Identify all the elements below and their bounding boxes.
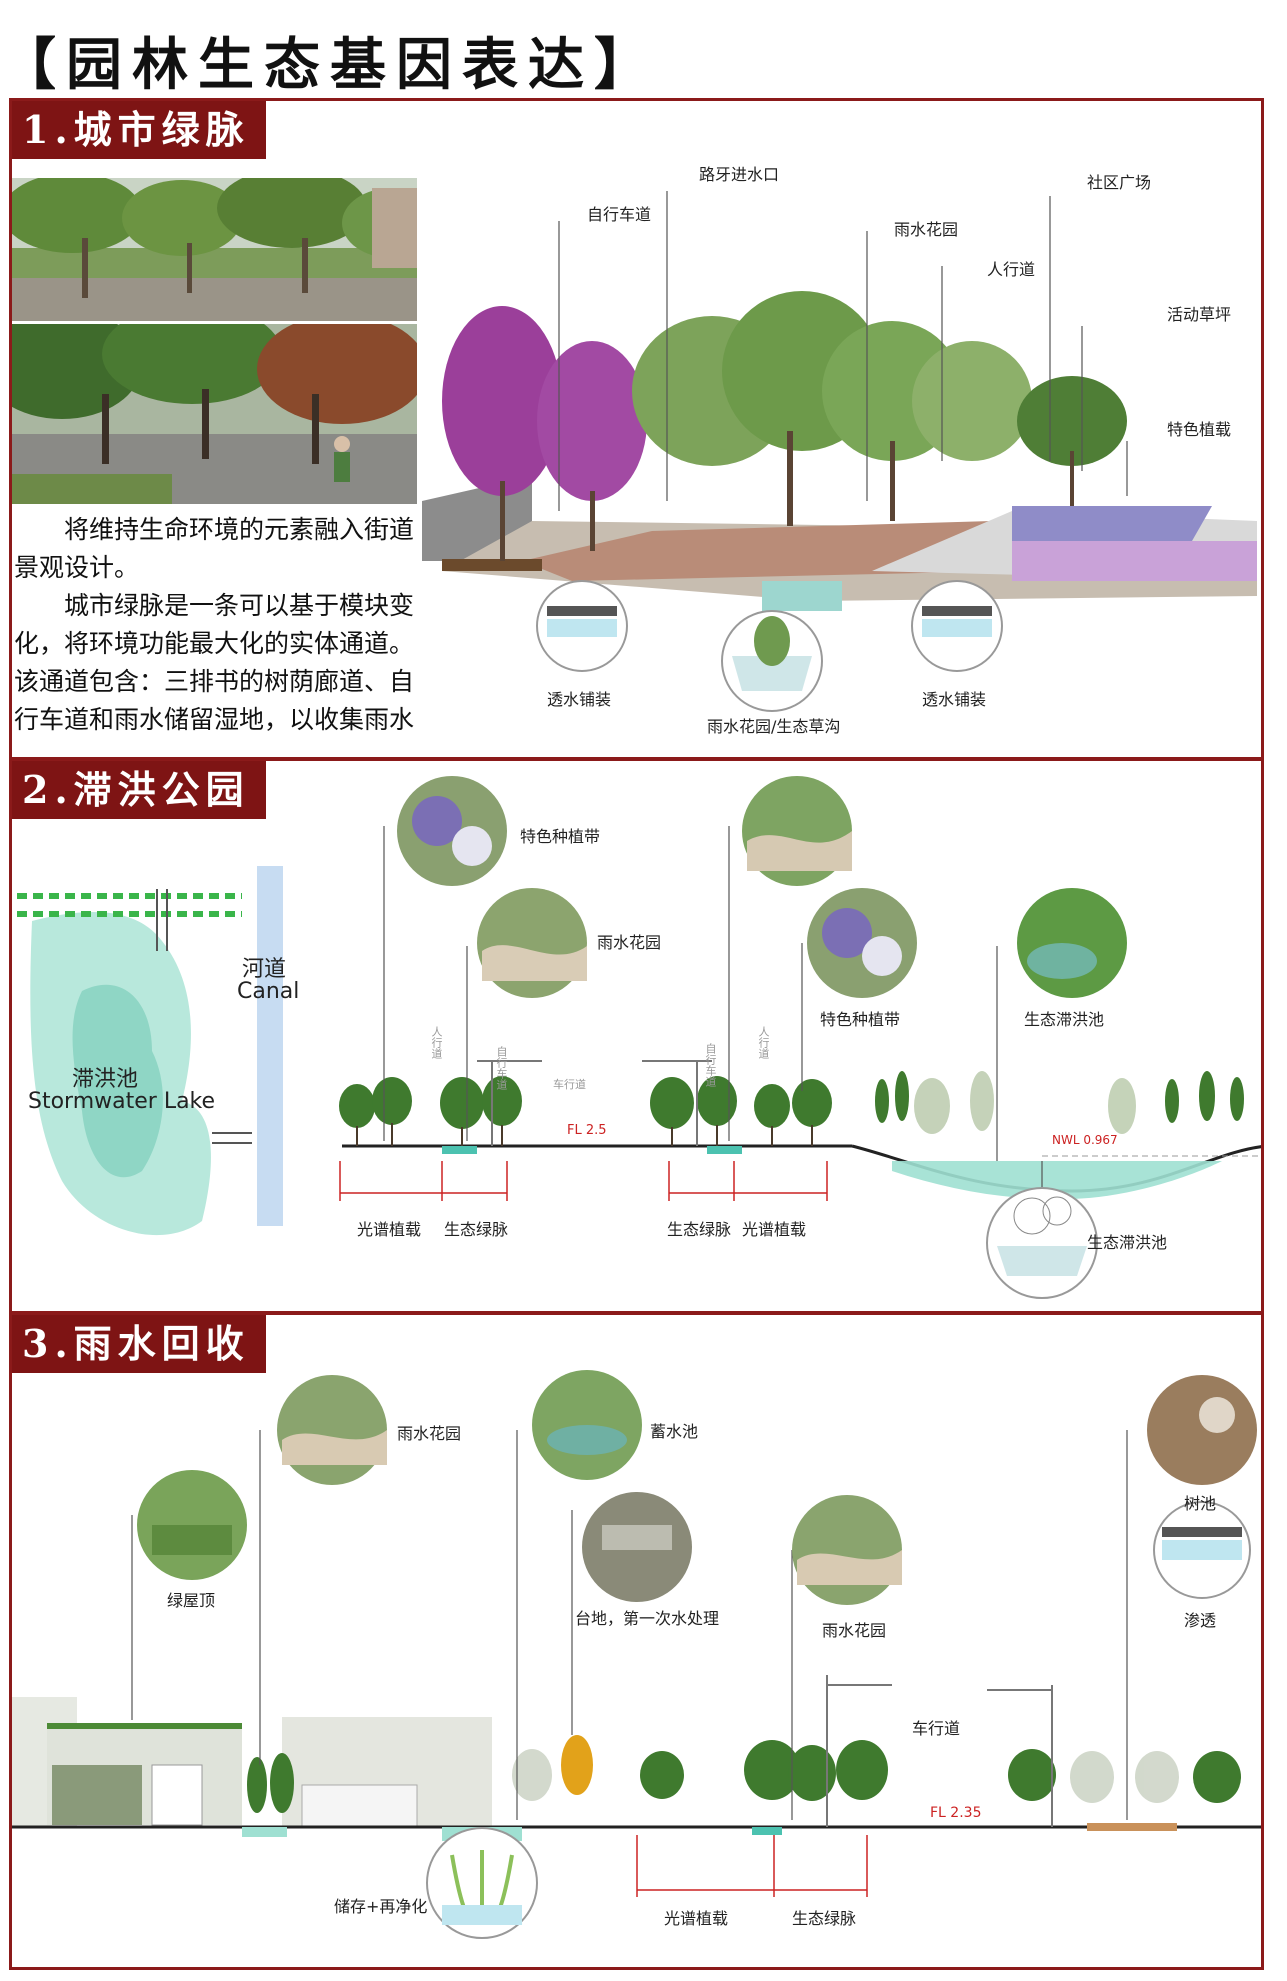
label-road: 车行道 [912,1719,961,1738]
label-spectrum-planting: 光谱植载 [664,1909,729,1928]
label-spectrum-planting-2: 光谱植载 [742,1220,807,1239]
label-floor-level: FL 2.35 [930,1805,982,1821]
label-permeable-paving-2: 透水铺装 [922,690,987,709]
panel-flood-park: 2.滞洪公园 [9,758,1264,1314]
lake-label-en: Stormwater Lake [28,1089,216,1114]
label-terrace-treatment: 台地，第一次水处理 [575,1609,720,1628]
lake-label-cn: 滞洪池 [72,1067,139,1092]
label-sidewalk-1: 人行道 [430,1026,443,1059]
label-storage-purification: 储存+再净化 [334,1897,428,1916]
label-rain-swale: 雨水花园/生态草沟 [707,717,841,736]
label-curb-inlet: 路牙进水口 [699,165,780,184]
label-rain-garden-2: 雨水花园 [822,1621,887,1640]
canal-label-en: Canal [237,979,300,1004]
label-detention-pond-2: 生态滞洪池 [1087,1233,1168,1252]
paragraph-2: 城市绿脉是一条可以基于模块变化，将环境功能最大化的实体通道。该通道包含：三排书的… [14,591,415,734]
panel-tag: 3.雨水回收 [12,1315,266,1373]
label-spectrum-planting-1: 光谱植载 [357,1220,422,1239]
label-permeable-paving-1: 透水铺装 [547,690,612,709]
label-eco-green-vein: 生态绿脉 [792,1909,857,1928]
rainwater-section-illustration [12,1370,1261,1939]
street-perspective-illustration [422,191,1257,712]
label-bike-lane: 自行车道 [587,205,652,224]
panel-tag: 2.滞洪公园 [12,761,266,819]
canal-label-cn: 河道 [242,957,287,982]
label-tree-pit: 树池 [1184,1494,1217,1513]
label-plaza: 社区广场 [1087,173,1152,192]
street-photo-bottom [12,324,417,504]
label-feature-belt-2: 特色种植带 [820,1010,901,1029]
description-text: 将维持生命环境的元素融入街道景观设计。 城市绿脉是一条可以基于模块变化，将环境功… [14,511,424,739]
label-sidewalk: 人行道 [987,260,1036,279]
label-eco-green-vein-2: 生态绿脉 [667,1220,732,1239]
label-feature-belt-1: 特色种植带 [520,827,601,846]
street-photo-top [12,178,417,321]
panel-rainwater-recycling: 3.雨水回收 [9,1312,1264,1970]
label-sidewalk-2: 人行道 [757,1026,770,1059]
label-storage-pond: 蓄水池 [650,1422,699,1441]
label-road: 车行道 [553,1078,586,1091]
label-normal-water-level: NWL 0.967 [1052,1133,1118,1147]
label-lawn: 活动草坪 [1167,305,1232,324]
label-floor-level: FL 2.5 [567,1123,607,1138]
label-infiltration: 渗透 [1184,1611,1217,1630]
panel-tag: 1.城市绿脉 [12,101,266,159]
panel-urban-green-vein: 1.城市绿脉 [9,98,1264,760]
label-planting: 特色植载 [1167,420,1232,439]
paragraph-1: 将维持生命环境的元素融入街道景观设计。 [14,515,415,582]
label-rain-garden: 雨水花园 [894,220,959,239]
flood-park-plan-and-section [17,776,1261,1299]
label-detention-pond-1: 生态滞洪池 [1024,1010,1105,1029]
page-title: 【园林生态基因表达】 [0,32,660,98]
label-eco-green-vein-1: 生态绿脉 [444,1220,509,1239]
label-rain-garden: 雨水花园 [597,933,662,952]
label-rain-garden-1: 雨水花园 [397,1424,462,1443]
label-bike-lane-2: 自行车道 [704,1043,717,1087]
label-bike-lane-1: 自行车道 [495,1046,508,1090]
label-green-roof: 绿屋顶 [167,1591,216,1610]
